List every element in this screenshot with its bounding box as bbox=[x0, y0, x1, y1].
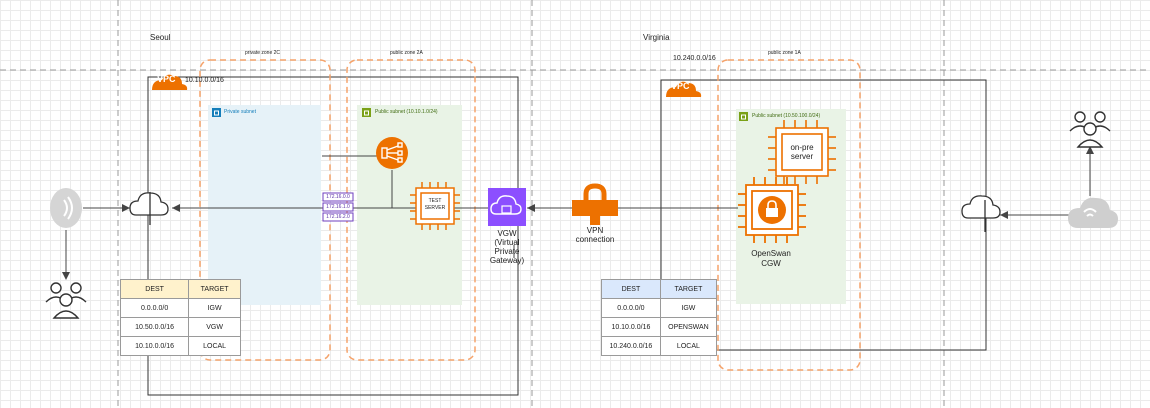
onprem-server-chip-icon bbox=[768, 120, 836, 184]
private-subnet-label: Private subnet bbox=[224, 109, 256, 115]
test-server-chip-icon bbox=[410, 182, 460, 230]
internet-gateway-left-icon bbox=[129, 192, 169, 225]
virginia-vpc-badge bbox=[666, 81, 702, 97]
virginia-table-header-dest: DEST bbox=[601, 279, 661, 299]
route-label-3: 172.16.2.0 bbox=[326, 214, 350, 220]
zone-public-1a-label: public zone 1A bbox=[768, 50, 801, 56]
zone-public-2a-label: public zone 2A bbox=[390, 50, 423, 56]
region-seoul-label: Seoul bbox=[150, 33, 171, 42]
virginia-vpc-badge-text: VPC bbox=[671, 81, 690, 91]
seoul-vpc-cidr: 10.10.0.0/16 bbox=[185, 77, 224, 84]
seoul-vpc-badge bbox=[152, 74, 188, 90]
seoul-table-header-target: TARGET bbox=[188, 279, 241, 299]
seoul-vpc-badge-text: VPC bbox=[157, 74, 176, 84]
region-virginia-label: Virginia bbox=[643, 33, 670, 42]
load-balancer-icon bbox=[376, 137, 408, 169]
seoul-table-header-dest: DEST bbox=[119, 279, 190, 299]
vgw-icon bbox=[488, 188, 526, 226]
public-subnet-1a-lock-icon bbox=[739, 112, 748, 121]
internet-gateway-right-icon bbox=[961, 195, 1001, 232]
route-label-boxes bbox=[322, 192, 354, 222]
private-subnet-lock-icon bbox=[212, 108, 221, 117]
users-group-right-icon bbox=[1069, 111, 1111, 148]
seoul-vpc-box bbox=[147, 76, 519, 396]
public-subnet-2a-lock-icon bbox=[362, 108, 371, 117]
virginia-vpc-cidr: 10.240.0.0/16 bbox=[673, 55, 716, 62]
users-group-left-icon bbox=[45, 282, 87, 319]
vpn-connection-icon bbox=[572, 183, 618, 225]
wireless-endpoint-left-icon bbox=[50, 188, 82, 228]
wireless-cloud-right-icon bbox=[1068, 197, 1118, 228]
test-server-label: TEST SERVER bbox=[424, 198, 446, 211]
route-label-2: 172.16.1.0 bbox=[326, 204, 350, 210]
private-subnet-box bbox=[208, 105, 321, 305]
public-subnet-1a-label: Public subnet (10.50.100.0/24) bbox=[752, 113, 821, 119]
public-subnet-2a-label: Public subnet (10.10.1.0/24) bbox=[375, 109, 438, 115]
virginia-table-header-target: TARGET bbox=[659, 279, 718, 299]
zone-private-2c-label: private zone 2C bbox=[245, 50, 281, 56]
route-label-1: 172.16.0.0 bbox=[326, 194, 350, 200]
zone-public-1a bbox=[717, 59, 861, 371]
